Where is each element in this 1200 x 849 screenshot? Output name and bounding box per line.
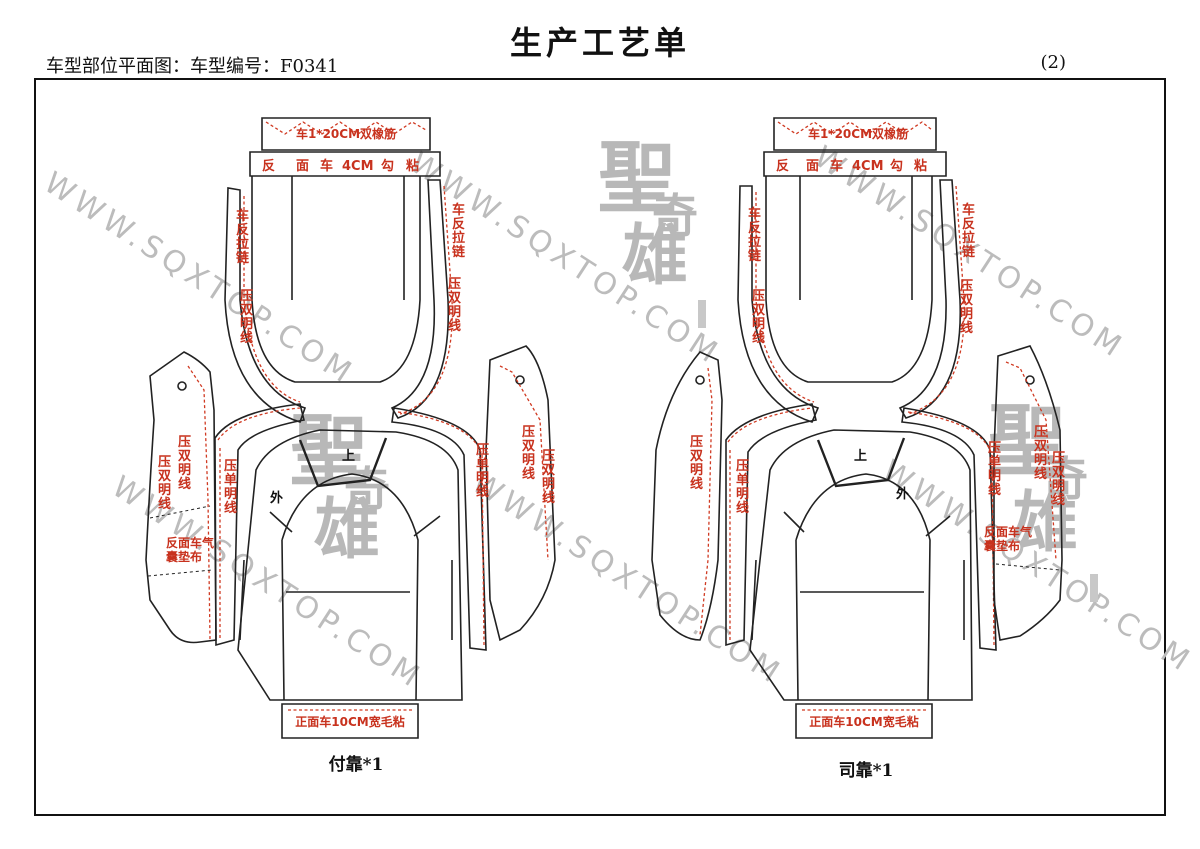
far-right-side-panel — [993, 345, 1063, 641]
watermark-logo: 聖 奇 雄 — [988, 396, 1098, 602]
upper-back-panel — [765, 176, 933, 383]
watermark-logo-char: 奇 — [652, 189, 698, 243]
outer-mark: 外 — [895, 486, 909, 502]
watermark-logo-char: 雄 — [622, 216, 688, 294]
top-mark: 上 — [854, 449, 867, 464]
svg-text:粘: 粘 — [405, 158, 419, 174]
back-row-labels: 反 面 车 4CM 勾 粘 — [776, 158, 927, 174]
left-pattern-caption: 付靠*1 — [329, 754, 384, 775]
inner-left-strip — [725, 403, 817, 647]
back-hook-band — [763, 151, 947, 177]
svg-text:4CM: 4CM — [342, 159, 374, 174]
top-seat-seam — [816, 437, 906, 488]
left-zipper-band — [224, 187, 307, 423]
airbag-label: 反面车气囊垫布 — [165, 535, 214, 564]
inner-right-single-label: 压单明线 — [476, 443, 489, 500]
bottom-band-label: 正面车10CM宽毛粘 — [295, 714, 404, 729]
drawing-frame — [34, 78, 1166, 816]
double-line-right-upper-label: 压双明线 — [448, 277, 461, 334]
watermark-logo-char: 奇 — [344, 462, 390, 516]
left-seat-pattern: 车1*20CM双橡筋 反 面 车 4CM 勾 粘 车反拉链 车反拉链 压双明线 … — [145, 117, 556, 775]
zipper-right-label: 车反拉链 — [451, 202, 466, 260]
far-right-panel-label: 压双明线 — [522, 425, 535, 482]
svg-text:勾: 勾 — [890, 158, 903, 174]
far-left-panel-inner-label: 压双明线 — [178, 435, 191, 492]
svg-text:车: 车 — [320, 158, 333, 174]
watermark-logo-char: 聖 — [988, 396, 1066, 487]
watermark-logo-char: 聖 — [598, 133, 676, 224]
zipper-right-label: 车反拉链 — [961, 202, 976, 260]
right-pattern-caption: 司靠*1 — [839, 760, 894, 781]
watermark-logo-char: 雄 — [1012, 483, 1078, 561]
bottom-band-label: 正面车10CM宽毛粘 — [809, 714, 918, 729]
far-right-side-panel — [485, 345, 556, 642]
top-elastic-band — [261, 117, 431, 151]
top-seat-seam — [298, 437, 388, 488]
top-band-label: 车1*20CM双橡筋 — [296, 126, 396, 141]
svg-text:面: 面 — [296, 159, 309, 174]
bottom-velcro-band — [281, 703, 419, 739]
far-right-panel-outer-label: 压双明线 — [542, 449, 555, 506]
inner-left-single-label: 压单明线 — [736, 459, 749, 516]
left-zipper-band — [737, 185, 820, 423]
svg-text:勾: 勾 — [381, 158, 394, 174]
top-elastic-band — [773, 117, 937, 151]
svg-text:车: 车 — [830, 158, 843, 174]
model-subtitle: 车型部位平面图：车型编号：F0341 — [46, 56, 339, 77]
watermark-url: WWW.SQXTOP.COM — [38, 165, 362, 392]
airbag-label: 反面车气囊垫布 — [983, 524, 1032, 553]
page-number: (2) — [1040, 52, 1067, 73]
watermark-logo-char: 雄 — [314, 490, 380, 568]
inner-left-single-label: 压单明线 — [224, 459, 237, 516]
inner-right-strip — [391, 407, 487, 651]
far-right-panel-outer-label: 压双明线 — [1052, 451, 1065, 508]
svg-text:反: 反 — [776, 158, 789, 174]
double-line-left-upper-label: 压双明线 — [240, 289, 253, 346]
svg-text:面: 面 — [806, 159, 819, 174]
inner-right-strip — [901, 407, 997, 651]
far-left-panel-label: 压双明线 — [158, 455, 171, 512]
back-hook-band — [249, 151, 441, 177]
far-left-panel-label: 压双明线 — [690, 435, 703, 492]
top-mark: 上 — [342, 449, 355, 464]
bottom-velcro-band — [795, 703, 933, 739]
right-zipper-band — [390, 179, 450, 419]
svg-text:4CM: 4CM — [852, 159, 884, 174]
document-title: 生产工艺单 — [509, 24, 690, 62]
far-left-side-panel — [145, 351, 217, 644]
zipper-left-label: 车反拉链 — [747, 206, 762, 264]
outer-mark: 外 — [269, 490, 283, 506]
svg-text:反: 反 — [262, 158, 275, 174]
upper-back-panel — [251, 176, 421, 383]
far-right-panel-label: 压双明线 — [1034, 425, 1047, 482]
double-line-right-upper-label: 压双明线 — [960, 279, 973, 336]
lower-seat-body — [749, 429, 973, 701]
watermark-layer: WWW.SQXTOP.COM WWW.SQXTOP.COM WWW.SQXTOP… — [38, 133, 1200, 696]
far-left-side-panel — [651, 351, 723, 641]
double-line-left-upper-label: 压双明线 — [752, 289, 765, 346]
inner-right-single-label: 压单明线 — [988, 441, 1001, 498]
zipper-left-label: 车反拉链 — [235, 208, 250, 266]
right-seat-pattern: 车1*20CM双橡筋 反 面 车 4CM 勾 粘 车反拉链 车反拉链 压双明线 … — [651, 117, 1065, 781]
watermark-logo: 聖 奇 雄 — [598, 133, 706, 328]
inner-left-strip — [214, 403, 305, 647]
svg-text:粘: 粘 — [913, 158, 927, 174]
back-row-labels: 反 面 车 4CM 勾 粘 — [262, 158, 419, 174]
lower-seat-body — [237, 429, 463, 701]
top-band-label: 车1*20CM双橡筋 — [808, 126, 908, 141]
